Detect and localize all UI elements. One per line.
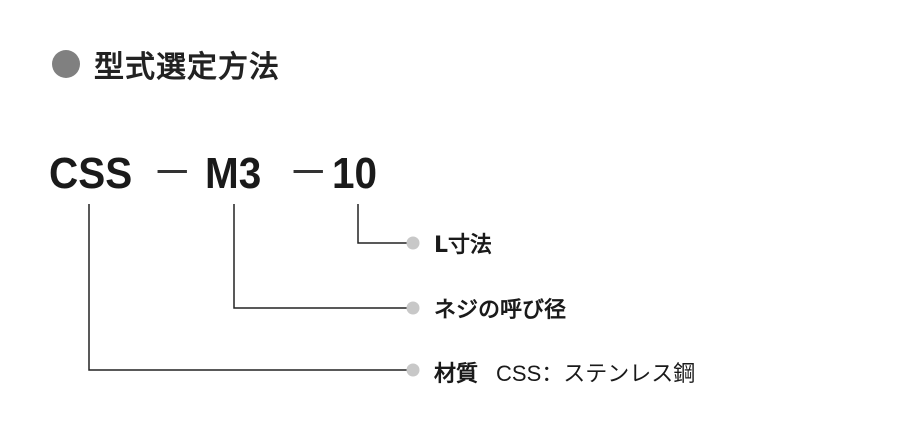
section-header: 型式選定方法 — [52, 38, 280, 90]
code-series-css: CSS — [49, 149, 133, 198]
callout-bullet-thread-icon — [406, 301, 420, 315]
code-separator-1: － — [152, 149, 193, 198]
callout-thread: ネジの呼び径 — [434, 293, 566, 323]
callout-bullet-length-icon — [406, 236, 420, 250]
code-length-10: 10 — [332, 149, 378, 198]
connector-thread — [233, 204, 412, 309]
section-title: 型式選定方法 — [94, 50, 280, 85]
code-thread-m3: M3 — [205, 149, 262, 198]
callout-material-label: 材質 — [434, 362, 479, 387]
connector-material — [88, 204, 412, 371]
callout-length: L寸法 — [434, 228, 492, 258]
callout-thread-label: ネジの呼び径 — [434, 298, 567, 323]
callout-material: 材質 CSS：ステンレス鋼 — [434, 357, 695, 387]
callout-length-label: L寸法 — [434, 233, 493, 258]
callout-material-value: CSS：ステンレス鋼 — [496, 361, 696, 386]
bullet-circle-icon — [52, 50, 80, 78]
code-separator-2: － — [288, 149, 329, 198]
connector-length — [357, 204, 412, 244]
callout-bullet-material-icon — [406, 363, 420, 377]
